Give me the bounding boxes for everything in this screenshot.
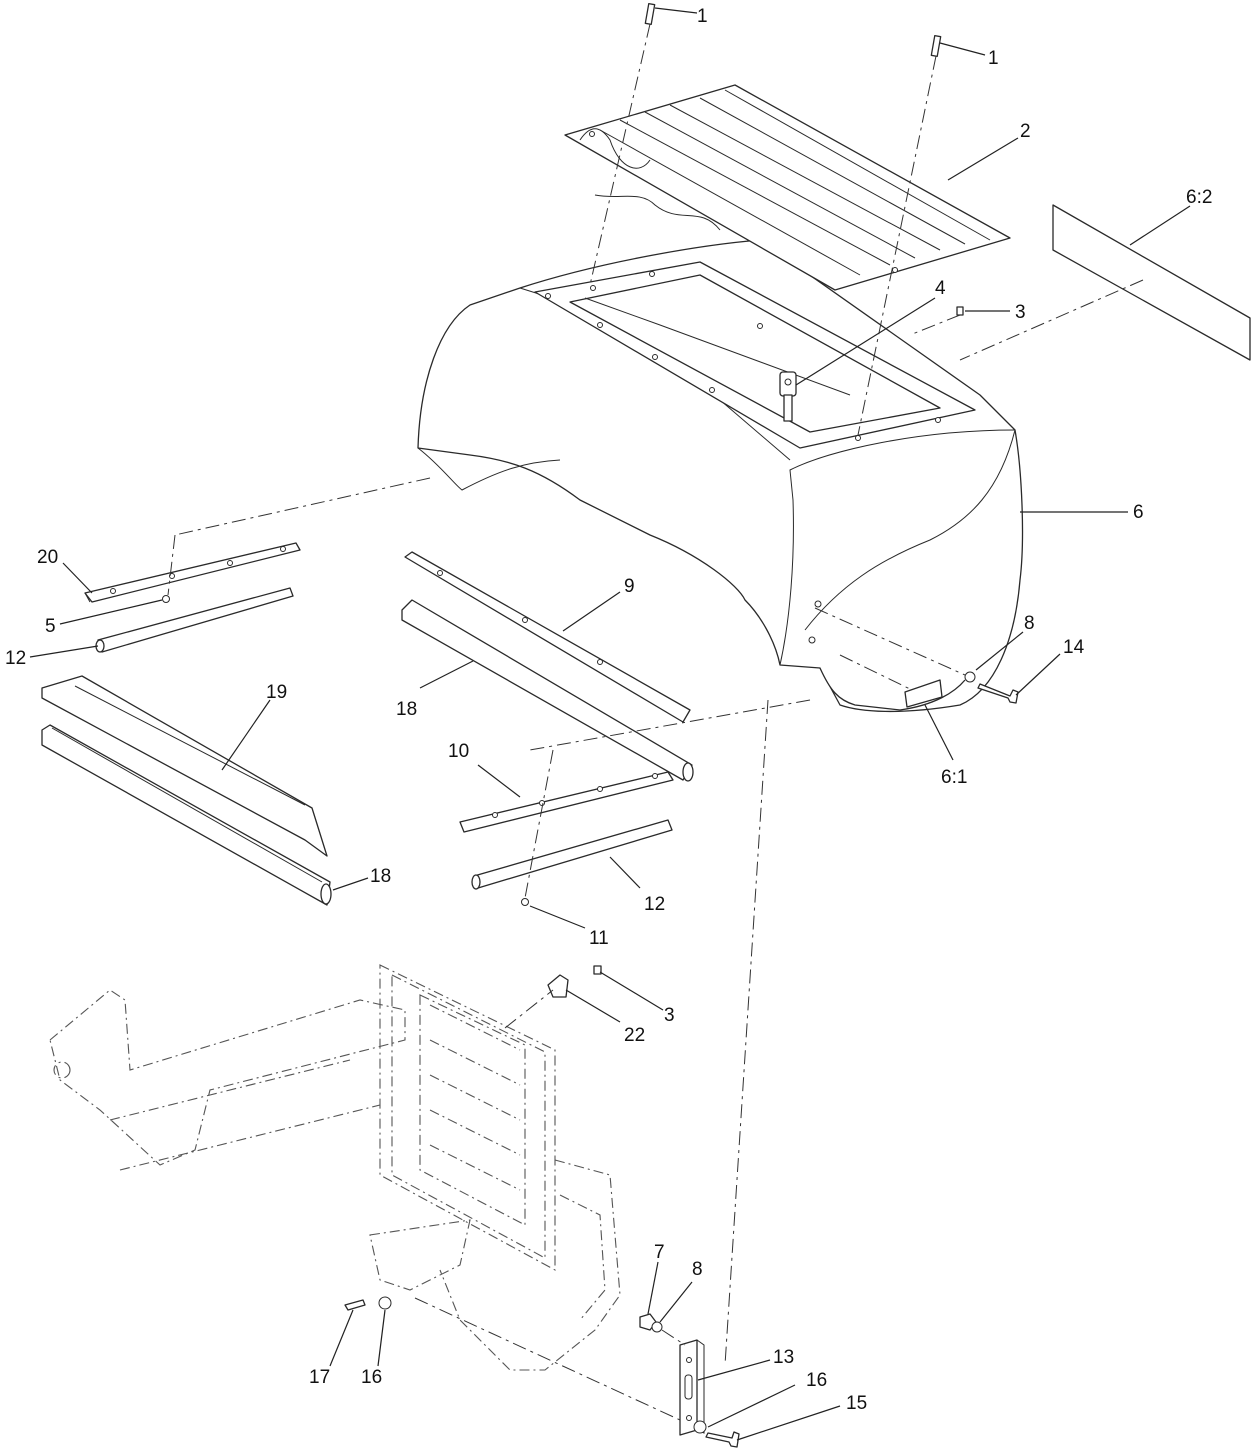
callout-3-upper: 3	[1015, 302, 1026, 323]
callout-20: 20	[37, 547, 58, 568]
rivet-upper	[956, 306, 964, 316]
frame-reference-ghost	[49, 964, 621, 1371]
screw-left	[644, 2, 656, 26]
angle-bracket-20	[84, 542, 301, 603]
washer-11	[521, 898, 529, 906]
callout-1-top-left: 1	[697, 6, 708, 27]
callout-5: 5	[45, 616, 56, 637]
washer-16-right	[693, 1420, 707, 1434]
callout-7: 7	[654, 1242, 665, 1263]
callout-6-1: 6:1	[941, 767, 967, 788]
decal-6-2	[1052, 204, 1251, 361]
callout-4: 4	[935, 278, 946, 299]
callout-8-upper: 8	[1024, 613, 1035, 634]
leader-lines	[29, 7, 1191, 1441]
callout-13: 13	[773, 1347, 794, 1368]
washer-16-left	[378, 1296, 392, 1310]
callout-1-top-right: 1	[988, 48, 999, 69]
callout-12-upper: 12	[5, 648, 26, 669]
callout-labels: 1 1 2 6:2 3 4 6 20 5 12 9 19 18 8 14 6:1…	[5, 6, 1212, 1414]
callout-11: 11	[589, 928, 609, 949]
latch	[779, 371, 797, 422]
callout-8-lower: 8	[692, 1259, 703, 1280]
callout-3-lower: 3	[664, 1005, 675, 1026]
callout-6: 6	[1133, 502, 1144, 523]
rubber-seal-12-upper	[97, 587, 294, 653]
decal-6-1	[904, 679, 943, 708]
angle-bracket-10	[459, 771, 674, 833]
angle-bracket-9	[404, 551, 691, 723]
callout-2: 2	[1020, 121, 1031, 142]
bolt-14	[977, 683, 1019, 704]
callout-16-left: 16	[361, 1367, 382, 1388]
clip-22	[547, 974, 569, 998]
callout-6-2: 6:2	[1186, 187, 1212, 208]
rubber-seal-12-lower	[473, 819, 673, 889]
cotter-pin-17	[344, 1299, 366, 1311]
callout-10: 10	[448, 741, 469, 762]
corrugated-cover	[564, 84, 1011, 291]
callout-9: 9	[624, 576, 635, 597]
callout-14: 14	[1063, 637, 1085, 658]
rivet-lower	[593, 965, 602, 975]
callout-18-middle: 18	[396, 699, 417, 720]
callout-15: 15	[846, 1393, 867, 1414]
callout-16-right: 16	[806, 1370, 827, 1391]
callout-18-left: 18	[370, 866, 391, 887]
callout-22: 22	[624, 1025, 645, 1046]
angle-bracket-19	[41, 675, 328, 857]
washer-5	[162, 595, 170, 603]
callout-17: 17	[309, 1367, 330, 1388]
assembly-lines	[167, 23, 1144, 1421]
hood-shroud	[417, 239, 1024, 713]
washer-8-lower	[651, 1321, 663, 1333]
washer-8-upper	[964, 671, 976, 683]
callout-12-lower: 12	[644, 894, 665, 915]
bolt-15	[705, 1431, 740, 1448]
screw-right	[930, 34, 942, 58]
callout-19: 19	[266, 682, 287, 703]
